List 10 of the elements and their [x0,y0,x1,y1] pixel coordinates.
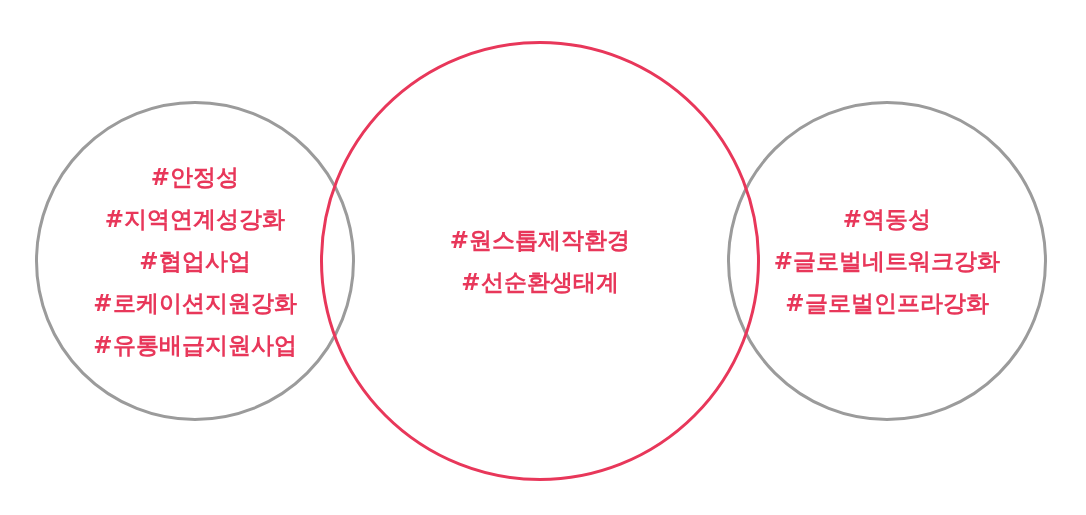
hashtag-text: #협업사업 [139,247,251,275]
hashtag-text: #로케이션지원강화 [93,289,297,317]
hashtag-text: #안정성 [150,163,240,191]
hashtag-text: #글로벌네트워크강화 [773,247,1001,275]
hashtag-text: #원스톱제작환경 [449,226,631,254]
hashtag-text: #역동성 [842,205,932,233]
hashtag-text: #유통배급지원사업 [93,331,297,359]
hashtag-text: #글로벌인프라강화 [785,289,989,317]
hashtag-text: #선순환생태계 [461,268,619,296]
hashtag-text: #지역연계성강화 [104,205,286,233]
